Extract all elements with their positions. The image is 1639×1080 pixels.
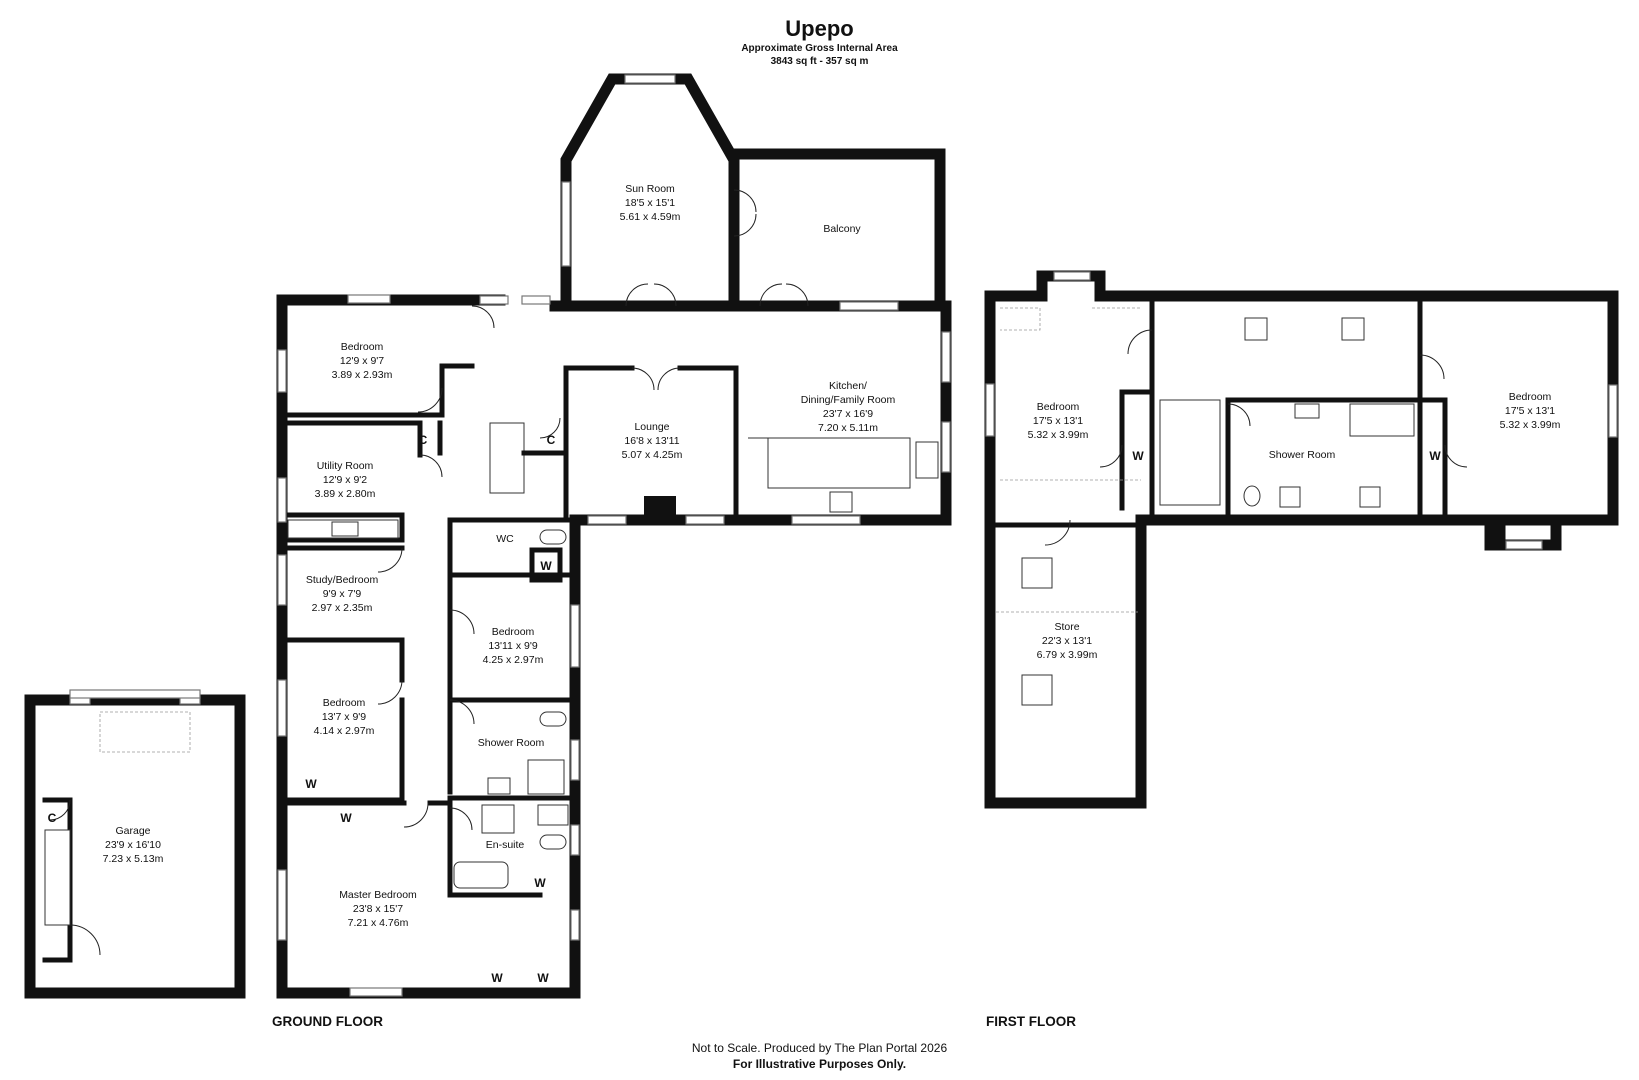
lounge-name: Lounge	[634, 421, 669, 433]
garage-metric: 7.23 x 5.13m	[103, 853, 164, 865]
garage-walls	[24, 694, 246, 999]
garage-imperial: 23'9 x 16'10	[105, 839, 161, 851]
bedroom-first-e-imperial: 17'5 x 13'1	[1505, 405, 1555, 417]
cupboard-label: C	[419, 433, 428, 447]
first-floor-walls	[984, 270, 1619, 809]
first-floor-label: FIRST FLOOR	[986, 1014, 1076, 1029]
kitchen-line1: Kitchen/	[829, 380, 867, 392]
windows	[69, 74, 1618, 997]
wardrobe-label: W	[534, 876, 546, 890]
master-metric: 7.21 x 4.76m	[348, 917, 409, 929]
area-value: 3843 sq ft - 357 sq m	[770, 56, 869, 67]
bedroom-mid-metric: 4.25 x 2.97m	[483, 654, 544, 666]
sun-room-metric: 5.61 x 4.59m	[620, 211, 681, 223]
bedroom-first-e-name: Bedroom	[1509, 391, 1552, 403]
storage-labels: C C C W W W W W W W W	[48, 433, 1442, 985]
area-label: Approximate Gross Internal Area	[741, 43, 898, 54]
wardrobe-label: W	[1429, 449, 1441, 463]
footer-disclaimer: For Illustrative Purposes Only.	[732, 1057, 907, 1071]
cupboard-label: C	[48, 811, 57, 825]
ground-floor-walls	[276, 73, 952, 999]
wardrobe-label: W	[537, 971, 549, 985]
bedroom-mid-name: Bedroom	[492, 626, 535, 638]
garage-name: Garage	[115, 825, 150, 837]
lounge-imperial: 16'8 x 13'11	[624, 435, 679, 447]
store-imperial: 22'3 x 13'1	[1042, 635, 1092, 647]
wardrobe-label: W	[1132, 449, 1144, 463]
fixtures	[287, 317, 1415, 889]
bedroom-mid-imperial: 13'11 x 9'9	[488, 640, 538, 652]
bedroom-nw-imperial: 12'9 x 9'7	[340, 355, 384, 367]
kitchen-imperial: 23'7 x 16'9	[823, 408, 873, 420]
doors	[49, 189, 1468, 956]
master-imperial: 23'8 x 15'7	[353, 903, 403, 915]
utility-imperial: 12'9 x 9'2	[323, 474, 367, 486]
bedroom-west-name: Bedroom	[323, 697, 366, 709]
bedroom-west-imperial: 13'7 x 9'9	[322, 711, 366, 723]
footer-credit: Not to Scale. Produced by The Plan Porta…	[691, 1041, 948, 1055]
bedroom-first-w-imperial: 17'5 x 13'1	[1033, 415, 1083, 427]
plan-footer: Not to Scale. Produced by The Plan Porta…	[0, 1040, 1639, 1072]
room-labels: Sun Room 18'5 x 15'1 5.61 x 4.59m Balcon…	[103, 183, 1561, 929]
study-metric: 2.97 x 2.35m	[312, 602, 373, 614]
property-title: Upepo	[785, 16, 854, 41]
plan-header: Upepo Approximate Gross Internal Area 38…	[0, 16, 1639, 68]
bedroom-nw-name: Bedroom	[341, 341, 384, 353]
wardrobe-label: W	[491, 971, 503, 985]
store-name: Store	[1054, 621, 1079, 633]
utility-name: Utility Room	[317, 460, 374, 472]
study-imperial: 9'9 x 7'9	[323, 588, 362, 600]
bedroom-west-metric: 4.14 x 2.97m	[314, 725, 375, 737]
store-metric: 6.79 x 3.99m	[1037, 649, 1098, 661]
shower-first-name: Shower Room	[1269, 449, 1336, 461]
balcony-name: Balcony	[823, 223, 861, 235]
bedroom-first-e-metric: 5.32 x 3.99m	[1500, 419, 1561, 431]
bedroom-first-w-name: Bedroom	[1037, 401, 1080, 413]
sun-room-name: Sun Room	[625, 183, 675, 195]
kitchen-metric: 7.20 x 5.11m	[818, 422, 878, 434]
bedroom-nw-metric: 3.89 x 2.93m	[332, 369, 393, 381]
lounge-metric: 5.07 x 4.25m	[622, 449, 683, 461]
wardrobe-label: W	[540, 559, 552, 573]
wc-name: WC	[496, 533, 514, 545]
cupboard-label: C	[547, 433, 556, 447]
master-name: Master Bedroom	[339, 889, 417, 901]
study-name: Study/Bedroom	[306, 574, 379, 586]
bedroom-first-w-metric: 5.32 x 3.99m	[1028, 429, 1089, 441]
wardrobe-label: W	[340, 811, 352, 825]
wardrobe-label: W	[305, 777, 317, 791]
shower-ground-name: Shower Room	[478, 737, 545, 749]
ensuite-name: En-suite	[486, 839, 525, 851]
kitchen-line2: Dining/Family Room	[801, 394, 896, 406]
utility-metric: 3.89 x 2.80m	[315, 488, 376, 500]
sun-room-imperial: 18'5 x 15'1	[625, 197, 675, 209]
ground-floor-label: GROUND FLOOR	[272, 1014, 383, 1029]
